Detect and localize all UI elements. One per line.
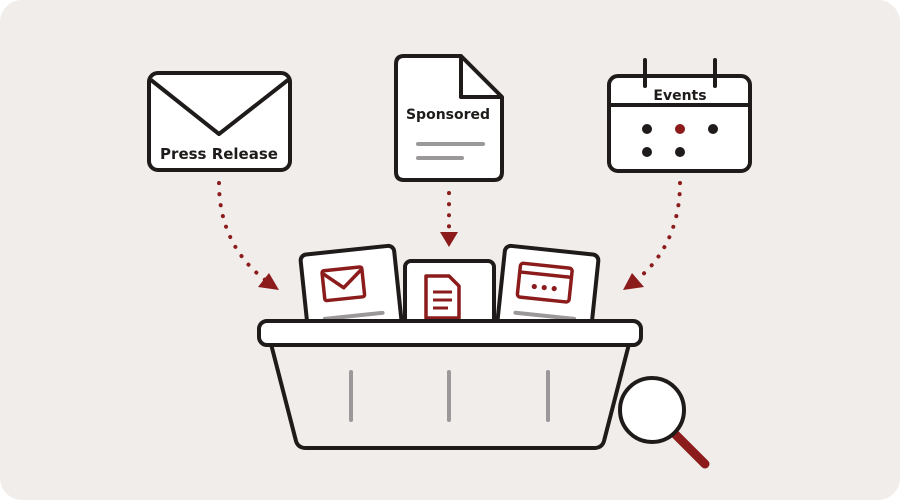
envelope-icon [320, 265, 367, 303]
envelope-icon [147, 71, 292, 172]
browser-dot [551, 286, 557, 292]
browser-dot [541, 284, 547, 291]
browser-window-icon [515, 261, 574, 304]
browser-dot [531, 283, 537, 290]
envelope-flap [149, 78, 290, 136]
envelope-flap [322, 268, 363, 290]
calendar-dot [642, 124, 652, 134]
document-icon [424, 274, 461, 320]
card-line [322, 310, 385, 321]
arrowhead-sponsored [440, 232, 458, 247]
card-line [513, 310, 577, 321]
calendar-dot-highlight [675, 124, 685, 134]
calendar-dot [675, 147, 685, 157]
calendar-dot [642, 147, 652, 157]
document-fold [459, 56, 502, 99]
basket-rim [257, 319, 643, 347]
flow-arrows [217, 181, 682, 290]
document-icon [394, 54, 504, 182]
arrow-press-release [217, 181, 270, 284]
arrowhead-events [623, 273, 644, 290]
arrowhead-press-release [258, 273, 279, 290]
magnifier-lens [618, 376, 686, 444]
press-release-node: Press Release [147, 71, 292, 172]
magnifier-handle [668, 427, 710, 469]
calendar-icon [607, 74, 752, 173]
sponsored-label: Sponsored [406, 107, 490, 123]
arrow-events [632, 181, 682, 284]
magnifying-glass-icon [618, 376, 710, 469]
events-node: Events [607, 58, 752, 173]
press-release-label: Press Release [160, 145, 278, 163]
sponsored-node: Sponsored [394, 54, 504, 182]
calendar-dot [708, 124, 718, 134]
browser-bar [519, 270, 572, 280]
events-label: Events [653, 88, 706, 104]
basket [257, 319, 643, 450]
